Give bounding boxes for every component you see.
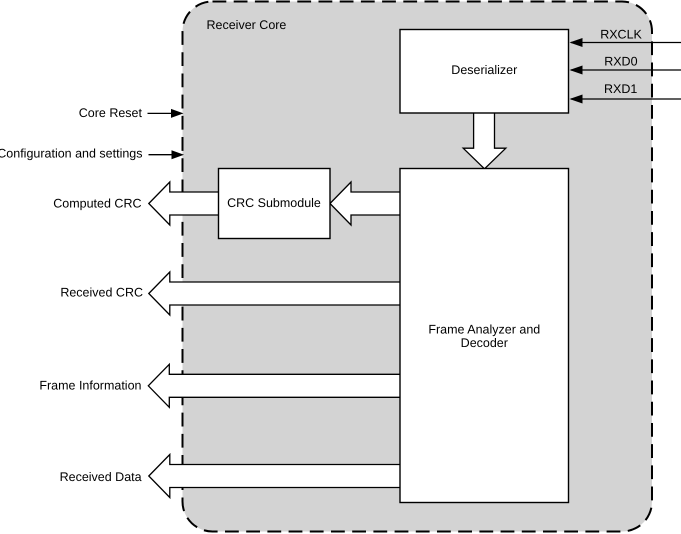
svg-text:Deserializer: Deserializer xyxy=(451,63,517,77)
svg-text:Frame Information: Frame Information xyxy=(39,378,141,392)
svg-text:RXD0: RXD0 xyxy=(604,54,637,68)
svg-text:Receiver Core: Receiver Core xyxy=(207,18,287,32)
svg-text:Decoder: Decoder xyxy=(461,336,508,350)
svg-text:RXD1: RXD1 xyxy=(604,82,637,96)
svg-text:Received Data: Received Data xyxy=(60,470,142,484)
svg-text:Computed CRC: Computed CRC xyxy=(53,196,141,210)
svg-text:Core Reset: Core Reset xyxy=(79,106,143,120)
svg-text:RXCLK: RXCLK xyxy=(600,28,642,42)
svg-text:Frame Analyzer and: Frame Analyzer and xyxy=(428,322,540,336)
svg-text:Configuration and settings: Configuration and settings xyxy=(0,146,143,160)
svg-text:Received CRC: Received CRC xyxy=(60,285,143,299)
svg-text:CRC Submodule: CRC Submodule xyxy=(227,196,321,210)
